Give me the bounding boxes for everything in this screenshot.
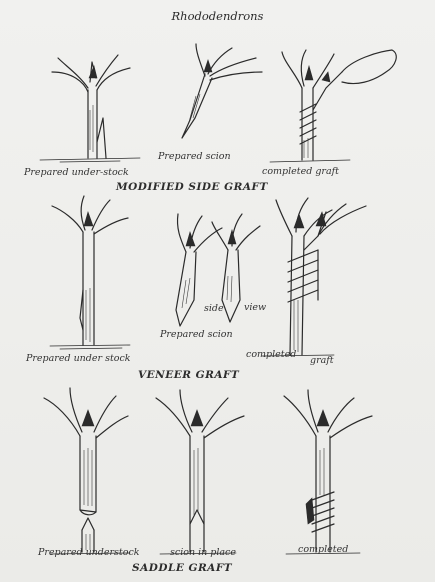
caption-veneer-side: side: [204, 303, 224, 314]
saddle-completed-drawing: [284, 390, 372, 554]
side-graft-completed-drawing: [270, 50, 396, 162]
veneer-completed-drawing: [262, 198, 366, 356]
saddle-understock-drawing: [44, 388, 130, 554]
heading-saddle-graft: SADDLE GRAFT: [132, 562, 232, 574]
heading-veneer-graft: VENEER GRAFT: [138, 369, 239, 381]
caption-veneer-understock: Prepared under stock: [26, 353, 131, 364]
caption-veneer-graft: graft: [310, 355, 334, 366]
caption-side-scion: Prepared scion: [158, 151, 231, 162]
caption-saddle-scion-in-place: scion in place: [170, 547, 236, 558]
caption-veneer-scion: Prepared scion: [160, 329, 233, 340]
saddle-scion-in-place-drawing: [156, 390, 244, 554]
heading-modified-side-graft: MODIFIED SIDE GRAFT: [116, 181, 268, 193]
veneer-understock-drawing: [50, 196, 130, 349]
side-graft-scion-drawing: [182, 44, 262, 138]
caption-veneer-completed: completed: [246, 349, 296, 360]
side-graft-understock-drawing: [40, 55, 140, 162]
caption-saddle-completed: completed: [298, 544, 348, 555]
caption-veneer-view: view: [244, 302, 266, 313]
caption-side-completed: completed graft: [262, 166, 339, 177]
caption-side-understock: Prepared under-stock: [24, 167, 129, 178]
caption-saddle-understock: Prepared understock: [38, 547, 140, 558]
